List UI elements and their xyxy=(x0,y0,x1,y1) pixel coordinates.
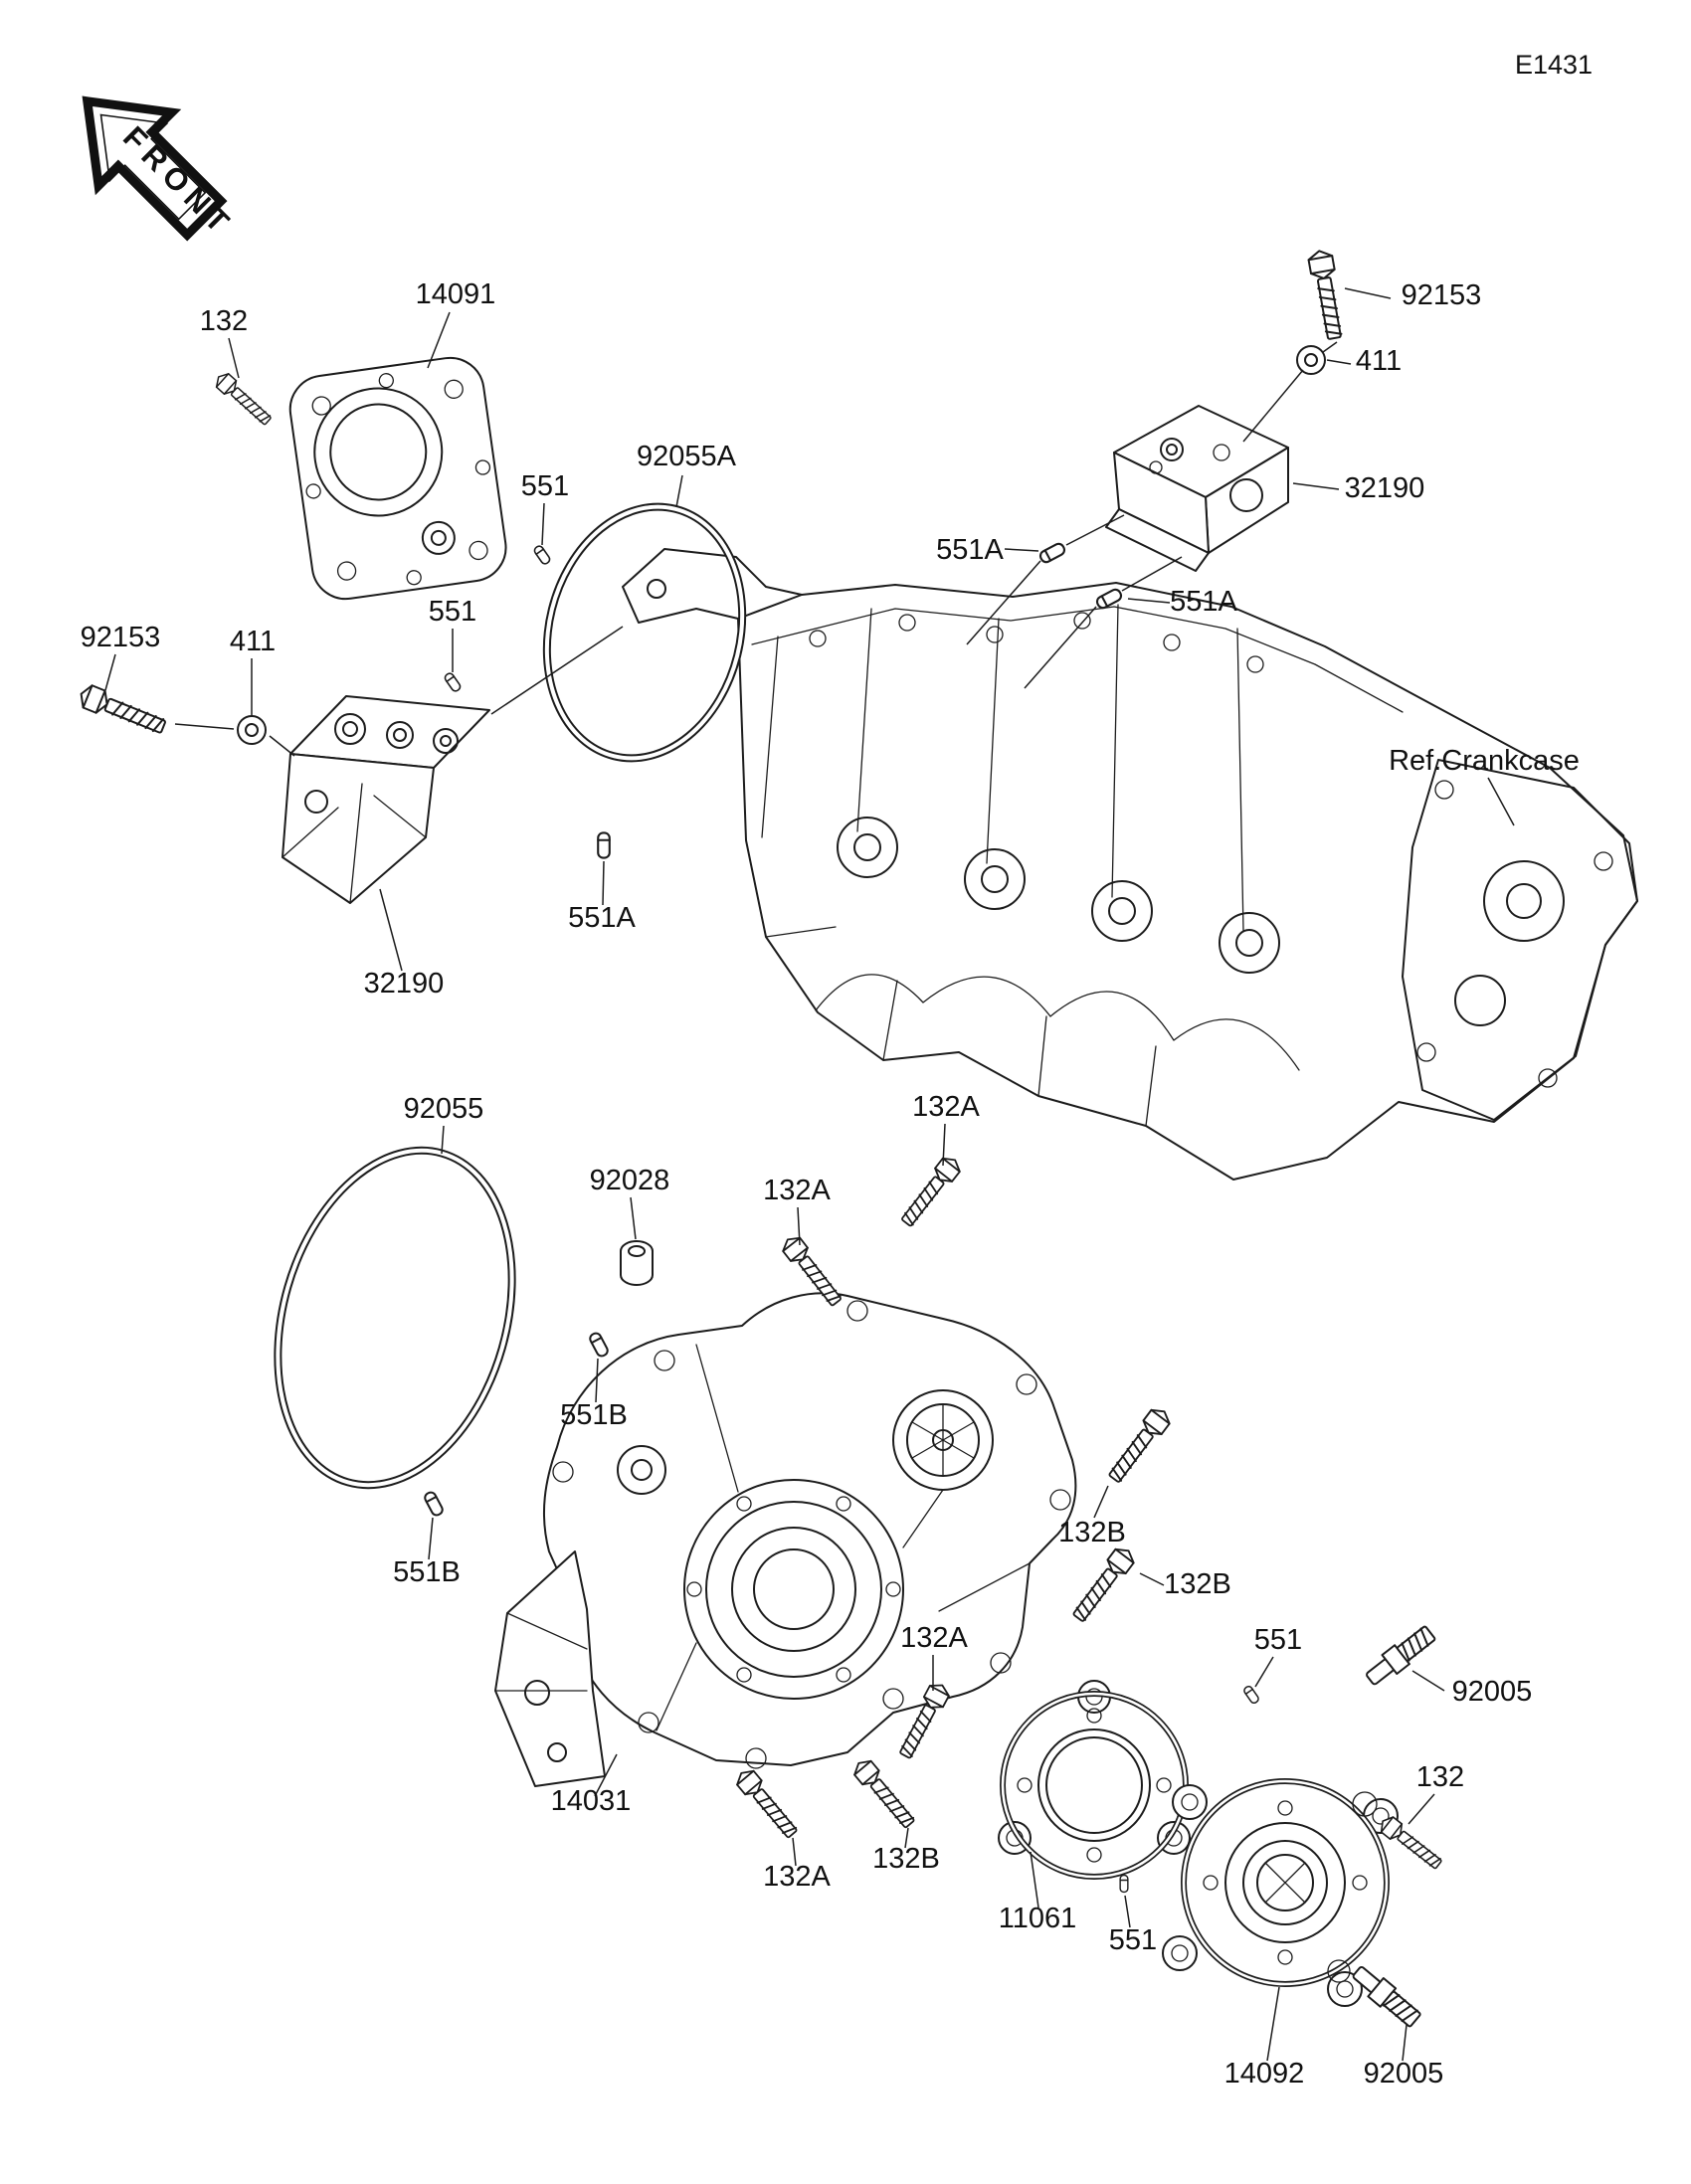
part-label-551a-1: 551A xyxy=(936,534,1004,566)
oring-92055a-drawing xyxy=(542,502,747,763)
pin-551a-2 xyxy=(1094,586,1124,612)
part-label-551-4: 551 xyxy=(1109,1924,1157,1956)
leader-lines xyxy=(104,287,1515,2062)
pin-551b-1 xyxy=(587,1330,611,1360)
pin-551-3 xyxy=(1241,1684,1261,1706)
part-label-551b-1: 551B xyxy=(560,1399,628,1431)
bolt-92153-right xyxy=(1306,248,1348,342)
plug-92028-drawing xyxy=(620,1240,654,1286)
part-label-92055a: 92055A xyxy=(637,441,737,472)
front-arrow-shape xyxy=(82,95,228,242)
part-label-551-1: 551 xyxy=(521,470,569,502)
gasket-11061-drawing xyxy=(998,1680,1191,1880)
pin-551-2 xyxy=(443,670,463,694)
bolt-132b-upper xyxy=(1103,1403,1175,1487)
bracket-32190-left-drawing xyxy=(282,695,490,904)
pin-551a-3 xyxy=(597,831,611,859)
part-label-14091: 14091 xyxy=(416,278,496,310)
part-label-132a-4: 132A xyxy=(763,1861,831,1893)
washer-411-left xyxy=(237,715,267,745)
hardware-group xyxy=(76,248,1445,2031)
part-label-551-3: 551 xyxy=(1254,1624,1302,1656)
part-label-92055: 92055 xyxy=(404,1093,484,1125)
pin-551b-2 xyxy=(422,1489,446,1519)
front-arrow: FRONT xyxy=(82,95,241,244)
part-label-132a-3: 132A xyxy=(900,1622,968,1654)
assembly-axis-lines xyxy=(174,341,1338,757)
part-label-92028: 92028 xyxy=(590,1165,670,1196)
part-label-132-2: 132 xyxy=(1416,1761,1464,1793)
crankcase-drawing xyxy=(622,548,1638,1181)
part-label-132b-3: 132B xyxy=(872,1843,940,1875)
bolt-132a-1 xyxy=(896,1152,965,1231)
part-label-32190-l: 32190 xyxy=(364,968,445,1000)
washer-411-right xyxy=(1296,345,1326,375)
oring-92055-drawing xyxy=(274,1146,516,1490)
bolt-92153-left xyxy=(76,681,169,740)
cover-14031-drawing xyxy=(494,1292,1077,1787)
part-label-551b-2: 551B xyxy=(393,1556,461,1588)
pin-551-1 xyxy=(532,543,552,567)
bolt-132a-4 xyxy=(732,1764,802,1843)
part-label-411-r: 411 xyxy=(1356,345,1402,377)
crankcase-ref-label: Ref.Crankcase xyxy=(1389,745,1580,777)
part-label-132b-1: 132B xyxy=(1058,1517,1126,1548)
part-label-14092: 14092 xyxy=(1224,2058,1305,2090)
part-label-551-2: 551 xyxy=(429,596,476,628)
part-label-551a-2: 551A xyxy=(1170,586,1237,618)
part-label-14031: 14031 xyxy=(551,1785,632,1817)
bolt-132b-bottom xyxy=(849,1754,919,1833)
part-label-132b-2: 132B xyxy=(1164,1568,1231,1600)
bolt-132b-lower xyxy=(1067,1543,1139,1626)
pin-551-4 xyxy=(1119,1874,1129,1894)
part-label-32190-r: 32190 xyxy=(1345,472,1425,504)
cover-14092-drawing xyxy=(1162,1778,1399,2007)
part-label-551a-3: 551A xyxy=(568,902,636,934)
part-label-92005-1: 92005 xyxy=(1452,1676,1533,1708)
part-label-92005-2: 92005 xyxy=(1364,2058,1444,2090)
part-label-411-l: 411 xyxy=(230,626,276,657)
part-label-132a-1: 132A xyxy=(912,1091,980,1123)
part-label-132a-2: 132A xyxy=(763,1175,831,1206)
bolt-132-topleft xyxy=(211,369,276,430)
pin-551a-1 xyxy=(1037,540,1067,566)
cover-14091-drawing xyxy=(288,356,507,601)
part-label-92153-l: 92153 xyxy=(81,622,161,653)
page-code: E1431 xyxy=(1515,50,1593,80)
part-label-132: 132 xyxy=(200,305,248,337)
part-label-92153-r: 92153 xyxy=(1402,279,1482,311)
part-label-11061: 11061 xyxy=(999,1903,1077,1934)
bracket-32190-right-drawing xyxy=(1105,405,1289,572)
